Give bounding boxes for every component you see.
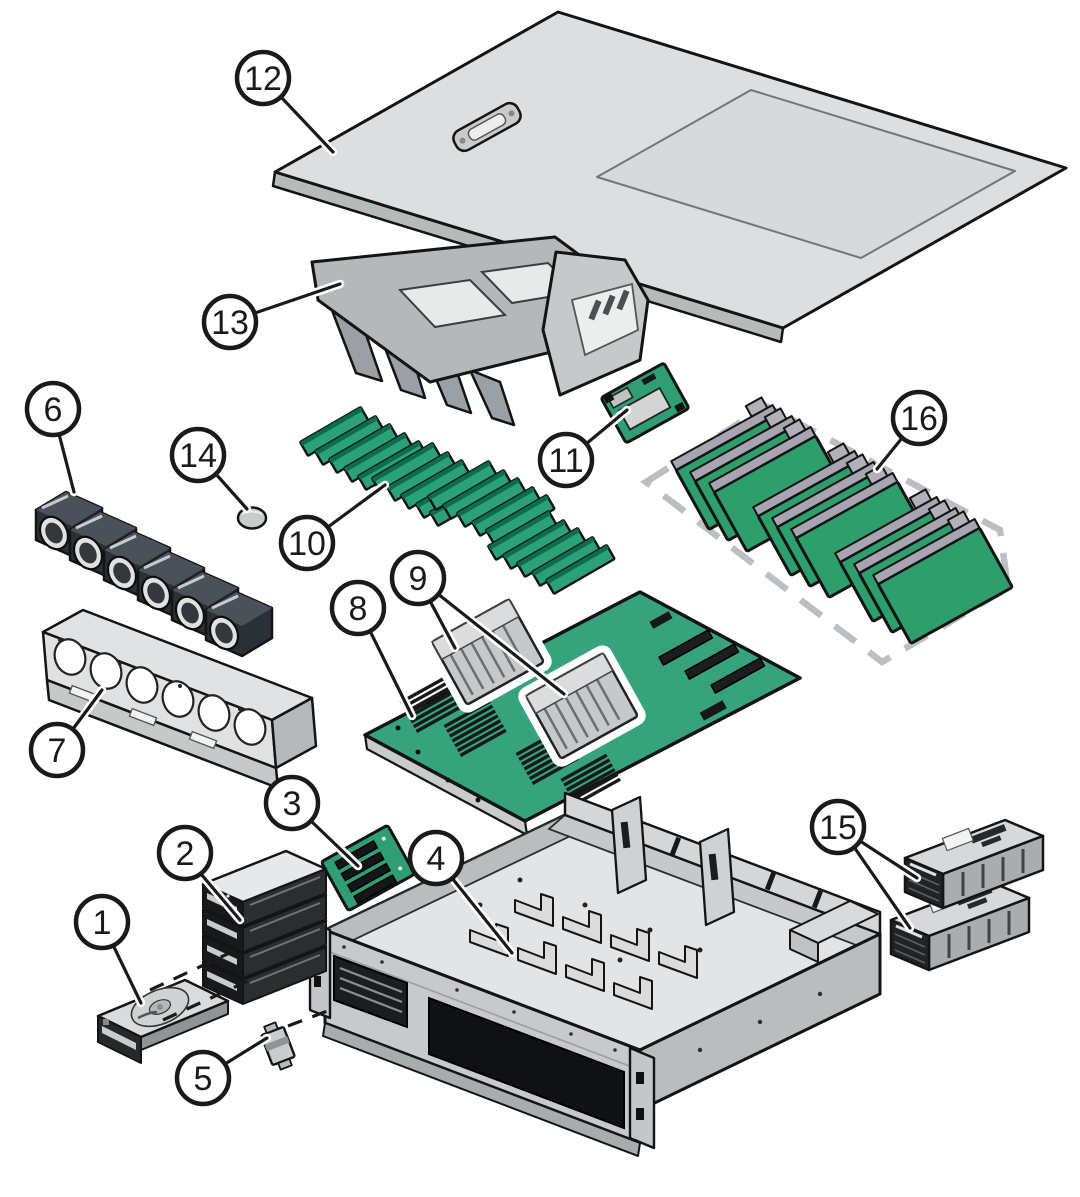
pcie-card-group [640,396,1014,666]
callout-2-number: 2 [176,835,195,873]
callout-14-number: 14 [179,437,217,475]
chassis-bottom-lip [322,1022,641,1157]
power-supplies [889,818,1045,972]
power-supply [903,818,1045,910]
callout-14: 14 [169,426,252,514]
callout-4-number: 4 [427,840,446,878]
hdd-actuator-arm [137,1010,158,1020]
callout-12-circle [234,49,292,107]
callout-14-circle [169,426,227,484]
drive-cage-stack [201,849,328,1005]
callout-6-circle [24,380,82,438]
callout-11: 11 [537,405,632,489]
callouts: 1 2 3 4 5 6 7 [24,49,948,1107]
callout-1-number: 1 [93,904,112,942]
callout-3-circle [263,774,321,832]
drive-bay-dividers [469,893,698,1010]
callout-10-circle [278,514,336,572]
callout-16: 16 [872,389,948,474]
fan-tray-end [270,696,318,770]
callout-10: 10 [278,480,390,572]
dimm-slot-bank [560,753,621,806]
insertion-path-dashes [149,948,331,1028]
callout-16-number: 16 [900,400,938,438]
callout-13-number: 13 [211,304,249,342]
rack-ear-right [628,1046,656,1150]
cover-inner-panel [596,89,1016,259]
callout-13-circle [201,293,259,351]
cover-latch [452,101,522,153]
callout-15-number: 15 [819,809,857,847]
air-baffle [310,235,650,427]
dimm-groups [299,406,616,595]
callout-7-circle [28,721,86,779]
callout-2-circle [156,824,214,882]
chassis [308,791,882,1157]
heatsink [424,591,552,713]
callout-10-number: 10 [288,525,326,563]
callout-7-number: 7 [48,732,67,770]
fan-tray [41,608,318,790]
callout-6: 6 [24,380,82,497]
callout-16-circle [890,389,948,447]
callout-8-number: 8 [349,590,368,628]
riser-board [600,362,690,444]
heatsink [518,645,646,767]
callout-15: 15 [809,798,922,933]
io-connectors [649,611,766,721]
dimm-slot-bank [399,675,463,733]
callout-5-circle [174,1049,232,1107]
system-battery [236,506,268,530]
power-supply [889,880,1031,972]
main-drive-bay-opening [428,996,625,1130]
pcie-zone-dashed-outline [640,402,1012,666]
baffle-opening [397,278,508,329]
callout-1-circle [73,893,131,951]
callout-2: 2 [156,824,245,925]
callout-15-circle [809,798,867,856]
callout-9-circle [389,549,447,607]
callout-5-number: 5 [194,1060,213,1098]
callout-9-number: 9 [409,560,428,598]
rear-bracket-posts [610,795,736,927]
fan-module-row [34,490,274,658]
fan-module [204,590,274,658]
drive-backplane [320,824,416,912]
callout-13: 13 [201,279,345,351]
processor-heatsinks [424,591,646,767]
psu-bay-shelf [789,900,879,963]
callout-7: 7 [28,685,107,779]
callout-9: 9 [389,549,569,699]
callout-12-number: 12 [244,60,282,98]
callout-12: 12 [234,49,338,157]
callout-11-number: 11 [548,442,583,480]
callout-4: 4 [407,829,517,958]
callout-11-circle [537,431,595,489]
baffle-scoop [541,250,650,397]
callout-3: 3 [263,774,363,871]
callout-4-circle [407,829,465,887]
pcie-card-cluster [834,488,1014,645]
pcie-card-cluster [752,442,932,599]
hard-drive [96,978,230,1064]
bay-filler-clip [260,1021,296,1071]
callout-3-number: 3 [283,785,302,823]
motherboard [363,590,802,837]
callout-1: 1 [73,893,146,1008]
callout-6-number: 6 [44,391,63,429]
callout-8: 8 [329,579,417,721]
callout-5: 5 [174,1033,272,1107]
callout-8-circle [329,579,387,637]
dimm-bank [487,510,616,595]
